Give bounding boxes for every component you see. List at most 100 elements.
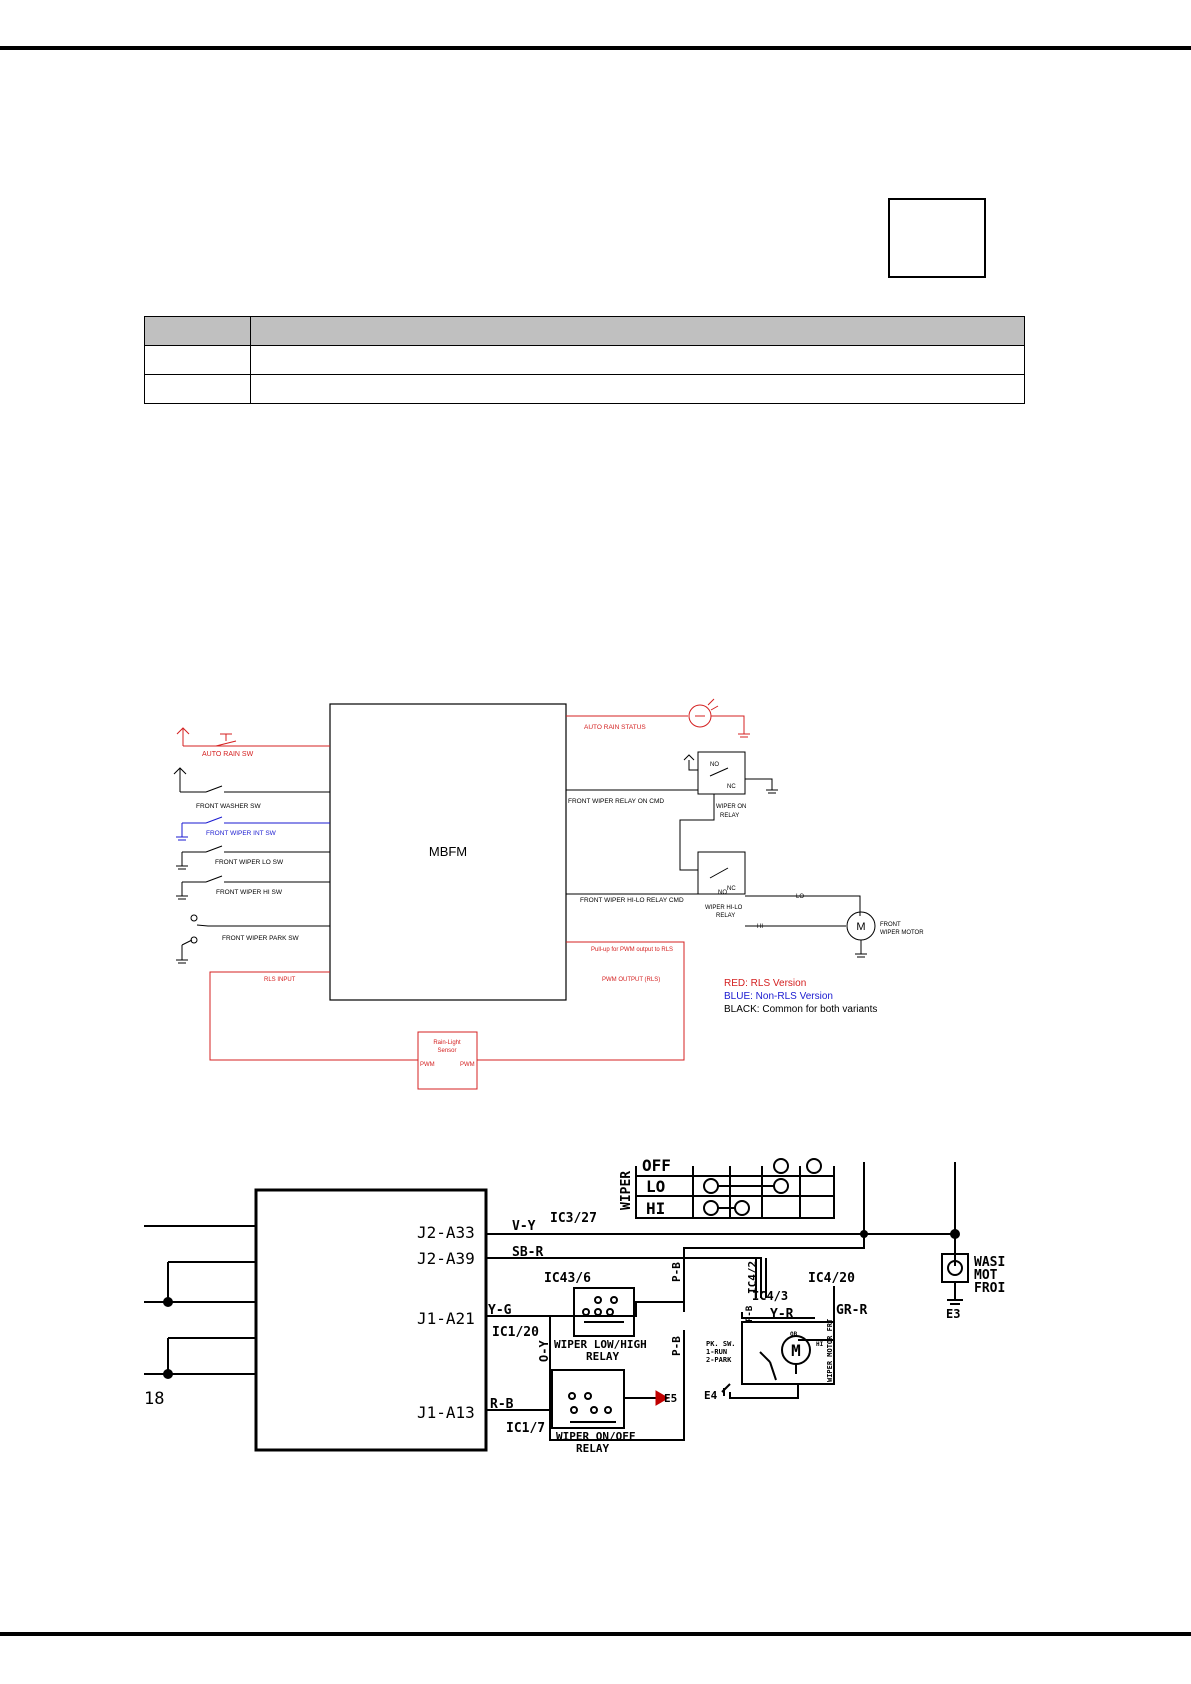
hilo-relay-nc: NC bbox=[727, 886, 736, 892]
e5-ground-marker bbox=[655, 1390, 669, 1406]
switch-row-hi: HI bbox=[646, 1199, 665, 1218]
pin-j1-a13: J1-A13 bbox=[417, 1403, 475, 1422]
table-cell bbox=[144, 345, 251, 375]
wire-y-r: Y-R bbox=[770, 1307, 794, 1322]
junction-dot bbox=[860, 1230, 868, 1238]
motor-ob: OB bbox=[790, 1331, 798, 1338]
hi-sw-label: FRONT WIPER HI SW bbox=[216, 889, 283, 896]
motor-side-label: WIPER MOTOR FRT bbox=[826, 1319, 834, 1382]
logo-box bbox=[888, 198, 986, 278]
washer-motor bbox=[941, 1253, 969, 1305]
low-high-relay-label-2: RELAY bbox=[586, 1350, 619, 1363]
pin-j2-a39: J2-A39 bbox=[417, 1249, 475, 1268]
lo-switch bbox=[176, 845, 330, 870]
pk-sw-2: 1-RUN bbox=[706, 1348, 727, 1356]
conn-ic43-6: IC43/6 bbox=[544, 1271, 591, 1286]
on-relay-nc: NC bbox=[727, 784, 736, 790]
on-relay-no: NO bbox=[710, 762, 719, 768]
on-relay-label-1: WIPER ON bbox=[716, 804, 746, 810]
pin-j2-a33: J2-A33 bbox=[417, 1223, 475, 1242]
wire-p-b-2: P-B bbox=[670, 1336, 683, 1356]
ground-e3: E3 bbox=[946, 1307, 960, 1321]
motor-hi: HI bbox=[816, 1341, 824, 1348]
hilo-relay-label-1: WIPER HI-LO bbox=[705, 905, 743, 911]
junction-dot bbox=[163, 1297, 173, 1307]
wiper-on-relay bbox=[566, 751, 778, 871]
wire-y-g: Y-G bbox=[488, 1303, 512, 1318]
on-relay-label-2: RELAY bbox=[720, 813, 739, 819]
washer-sw-label: FRONT WASHER SW bbox=[196, 803, 262, 810]
sensor-pwm-left: PWM bbox=[420, 1062, 435, 1068]
sensor-label-2: Sensor bbox=[437, 1048, 456, 1054]
washer-fragment-2: MOT bbox=[974, 1268, 998, 1283]
sensor-pwm-right: PWM bbox=[460, 1062, 475, 1068]
table-cell bbox=[250, 374, 1025, 404]
ground-e4: E4 bbox=[704, 1389, 718, 1402]
ground-e5: E5 bbox=[664, 1392, 677, 1405]
pin-j1-a21: J1-A21 bbox=[417, 1309, 475, 1328]
rls-loop bbox=[209, 941, 685, 1090]
wire-p-b-1: P-B bbox=[670, 1262, 683, 1282]
on-off-relay-label-1: WIPER ON/OFF bbox=[556, 1430, 635, 1443]
auto-rain-status-label: AUTO RAIN STATUS bbox=[584, 724, 646, 731]
junction-dot bbox=[950, 1229, 960, 1239]
bus-wires bbox=[486, 1233, 956, 1441]
pwm-output-label: PWM OUTPUT (RLS) bbox=[602, 977, 660, 983]
schematic-wiper-motor bbox=[721, 1321, 835, 1399]
rls-input-label: RLS INPUT bbox=[264, 977, 296, 983]
legend-blue: BLUE: Non-RLS Version bbox=[724, 991, 833, 1002]
switch-row-off: OFF bbox=[642, 1156, 671, 1175]
hilo-relay-cmd-label: FRONT WIPER HI-LO RELAY CMD bbox=[580, 897, 684, 904]
conn-ic4-20: IC4/20 bbox=[808, 1271, 855, 1286]
auto-rain-switch bbox=[176, 727, 330, 747]
hilo-relay-label-2: RELAY bbox=[716, 913, 735, 919]
block-diagram: MBFM AUTO RAIN SW FRONT WASHER SW FRONT … bbox=[173, 698, 924, 1090]
header-rule bbox=[0, 46, 1191, 50]
motor-label-1: FRONT bbox=[880, 922, 901, 928]
low-high-relay-label-1: WIPER LOW/HIGH bbox=[554, 1338, 647, 1351]
hi-switch bbox=[176, 875, 330, 900]
wire-gr-r: GR-R bbox=[836, 1303, 867, 1318]
conn-ic1-7: IC1/7 bbox=[506, 1421, 545, 1436]
footer-rule bbox=[0, 1632, 1191, 1636]
left-wires bbox=[144, 1225, 256, 1375]
wire-p-b-3: P-B bbox=[745, 1305, 755, 1322]
wiper-hilo-relay bbox=[566, 851, 861, 927]
pk-sw-1: PK. SW. bbox=[706, 1340, 736, 1348]
relay-on-cmd-label: FRONT WIPER RELAY ON CMD bbox=[568, 798, 664, 805]
table-cell bbox=[144, 374, 251, 404]
legend-red: RED: RLS Version bbox=[724, 978, 806, 989]
motor-lo-label: LO bbox=[796, 894, 804, 900]
table-row bbox=[144, 374, 1025, 404]
schematic-module bbox=[254, 1188, 488, 1452]
int-switch bbox=[176, 816, 330, 841]
washer-fragment-3: FROI bbox=[974, 1281, 1005, 1296]
conn-ic4-3: IC4/3 bbox=[752, 1289, 788, 1303]
conn-ic4-2: IC4/2 bbox=[746, 1261, 759, 1294]
park-switch bbox=[176, 914, 330, 964]
wire-v-y: V-Y bbox=[512, 1219, 536, 1234]
left-fragment-label: 18 bbox=[144, 1389, 164, 1409]
motor-hi-label: HI bbox=[757, 924, 763, 930]
legend-black: BLACK: Common for both variants bbox=[724, 1004, 877, 1015]
pullup-label: Pull-up for PWM output to RLS bbox=[591, 947, 673, 953]
wire-r-b: R-B bbox=[490, 1397, 514, 1412]
motor-symbol: M bbox=[856, 921, 865, 933]
on-off-relay-label-2: RELAY bbox=[576, 1442, 609, 1455]
junction-dot bbox=[163, 1369, 173, 1379]
schematic-motor-symbol: M bbox=[791, 1341, 801, 1360]
auto-rain-lamp bbox=[566, 698, 750, 738]
conn-ic1-20: IC1/20 bbox=[492, 1325, 539, 1340]
sensor-label-1: Rain-Light bbox=[433, 1040, 461, 1046]
schematic-diagram: 18 J2-A33 J2-A39 J1-A21 J1-A13 WIPER OFF… bbox=[144, 1156, 1005, 1455]
module-label: MBFM bbox=[429, 844, 467, 859]
washer-fragment-1: WASI bbox=[974, 1255, 1005, 1270]
wiper-low-high-relay bbox=[573, 1287, 635, 1337]
lo-sw-label: FRONT WIPER LO SW bbox=[215, 859, 284, 866]
revision-table bbox=[144, 316, 1025, 404]
switch-row-lo: LO bbox=[646, 1177, 665, 1196]
wiper-switch-table bbox=[635, 1158, 835, 1219]
int-sw-label: FRONT WIPER INT SW bbox=[206, 830, 277, 837]
pk-sw-3: 2-PARK bbox=[706, 1356, 732, 1364]
